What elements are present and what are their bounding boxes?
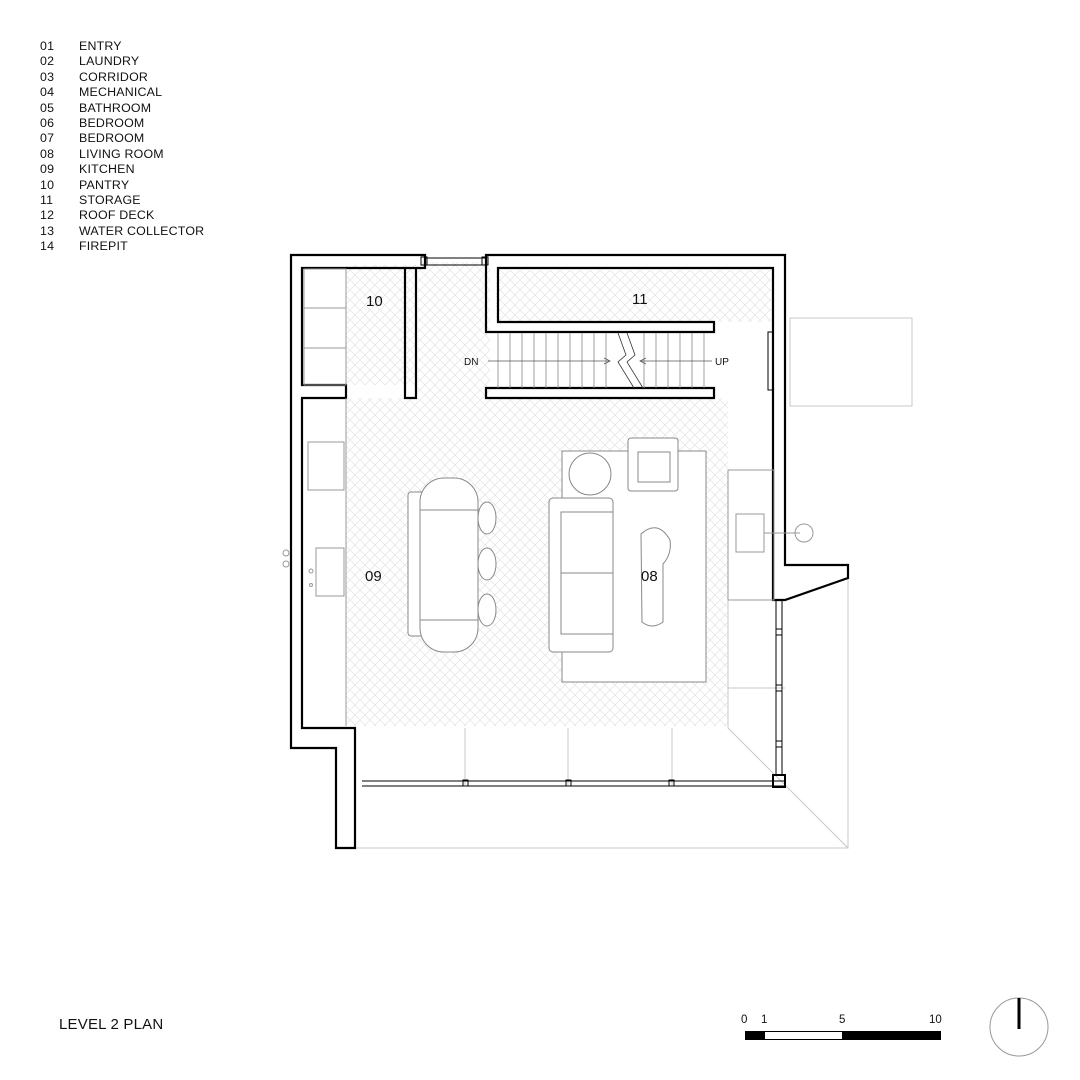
stair-label-down: DN bbox=[464, 357, 478, 368]
storage-wall bbox=[484, 253, 850, 602]
living-furniture bbox=[548, 437, 707, 683]
scale-segment bbox=[842, 1031, 941, 1040]
room-label-pantry: 10 bbox=[366, 293, 383, 310]
room-label-living: 08 bbox=[641, 568, 658, 585]
kitchen-counter bbox=[307, 398, 347, 726]
glazing bbox=[362, 256, 786, 788]
stair bbox=[488, 332, 712, 389]
room-label-storage: 11 bbox=[632, 291, 648, 308]
scale-segment bbox=[745, 1031, 765, 1040]
water-collector bbox=[727, 469, 814, 601]
walls bbox=[289, 253, 850, 850]
scale-tick: 5 bbox=[839, 1014, 846, 1026]
scale-tick: 0 bbox=[741, 1014, 748, 1026]
roof-deck-outline bbox=[355, 317, 913, 849]
stair-label-up: UP bbox=[715, 357, 729, 368]
dining-set bbox=[407, 477, 497, 653]
west-wall bbox=[289, 253, 427, 850]
stair-wall bbox=[484, 386, 716, 400]
pantry-shelving bbox=[303, 268, 347, 386]
scale-tick: 1 bbox=[761, 1014, 768, 1026]
pantry-wall bbox=[403, 268, 418, 400]
scale-bar: 0 1 5 10 bbox=[735, 1014, 950, 1044]
scale-tick: 10 bbox=[929, 1014, 942, 1026]
exterior-fixture bbox=[282, 549, 290, 568]
scale-segment bbox=[764, 1031, 843, 1040]
room-label-kitchen: 09 bbox=[365, 568, 382, 585]
plan-title: LEVEL 2 PLAN bbox=[59, 1016, 164, 1033]
north-arrow-icon bbox=[989, 997, 1049, 1057]
